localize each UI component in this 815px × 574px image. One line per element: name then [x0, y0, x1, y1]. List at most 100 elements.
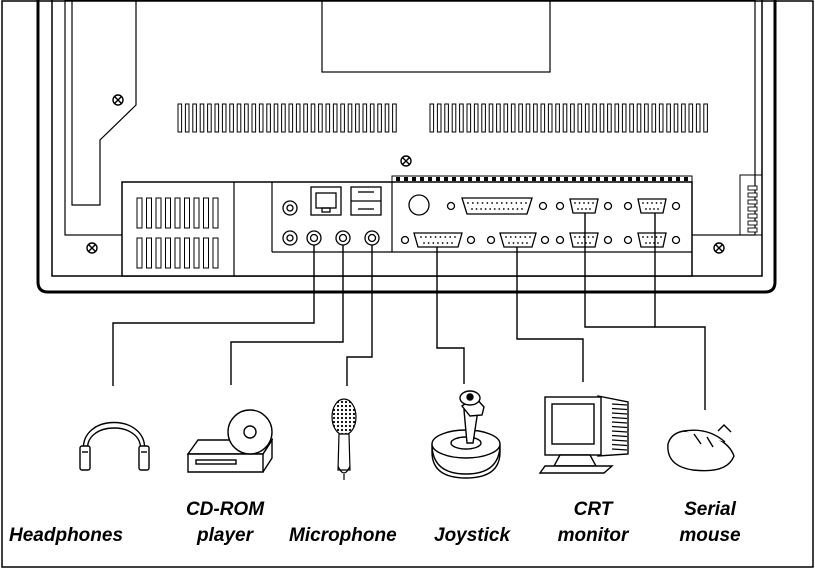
- crt-ridge: [611, 403, 628, 406]
- io-plate-tooth: [580, 177, 584, 181]
- connector-pin: [476, 202, 479, 204]
- connector-pin: [509, 236, 512, 238]
- io-vent-slot: [146, 237, 152, 269]
- io-plate-tooth: [684, 177, 688, 181]
- connector-pin: [516, 208, 519, 210]
- io-plate-tooth: [452, 177, 456, 181]
- vent-slot: [384, 103, 390, 133]
- side-vent-slot: [747, 185, 758, 191]
- connector-pin: [449, 236, 452, 238]
- serial-mouse-label: Serial mouse: [670, 500, 750, 546]
- connector-pin: [484, 208, 487, 210]
- io-plate-tooth: [500, 177, 504, 181]
- connector-pin: [508, 242, 510, 244]
- io-plate-tooth: [596, 177, 600, 181]
- io-vent-slot: [155, 197, 162, 229]
- vent-slot: [236, 103, 242, 133]
- io-plate-tooth: [436, 177, 440, 181]
- connector-pin: [439, 236, 442, 238]
- vent-slot: [614, 103, 620, 133]
- connector-pin: [491, 202, 494, 204]
- connector-pin: [471, 202, 474, 204]
- side-vent-slot: [747, 192, 758, 198]
- crt-ridge: [611, 407, 628, 411]
- vent-slot: [547, 103, 553, 133]
- connector-pin: [655, 202, 658, 204]
- connector-pin: [524, 236, 527, 238]
- connector-pin: [432, 242, 435, 244]
- vent-slot: [503, 103, 509, 133]
- connector-pin: [507, 208, 510, 210]
- vent-slot: [629, 103, 634, 133]
- io-plate-tooth: [676, 177, 680, 181]
- crt-label-line-1: CRT: [573, 499, 613, 520]
- vent-slot: [436, 103, 442, 133]
- connector-pin: [657, 242, 659, 244]
- vent-slot: [295, 103, 301, 133]
- connector-pin: [481, 202, 484, 204]
- vent-slot: [651, 103, 657, 133]
- cd-rom-label-line-1: CD-ROM: [185, 499, 265, 520]
- vent-top-left: [177, 103, 397, 133]
- vent-slot: [207, 103, 212, 133]
- vent-slot: [288, 103, 294, 133]
- io-plate-tooth: [660, 177, 664, 181]
- cable-headphones: [112, 245, 315, 386]
- vent-slot: [703, 103, 708, 133]
- connector-pin: [475, 208, 478, 210]
- connector-pin: [589, 242, 591, 244]
- serial-label-line-2: mouse: [679, 525, 741, 546]
- connector-pin: [467, 202, 469, 204]
- vent-slot: [658, 103, 664, 133]
- io-plate-teeth: [396, 177, 688, 181]
- io-vent-slot: [174, 197, 181, 229]
- connector-pin: [521, 242, 524, 244]
- vent-slot: [266, 103, 271, 133]
- io-vent-slot: [212, 237, 219, 269]
- connector-pin: [526, 242, 528, 244]
- headphones-label: Headphones: [9, 525, 124, 546]
- io-plate-tooth: [444, 177, 448, 181]
- connector-pin: [429, 236, 432, 238]
- vent-slot: [562, 103, 568, 133]
- vent-slot: [644, 103, 649, 133]
- cable-microphone: [346, 245, 373, 386]
- vent-slot: [518, 103, 523, 133]
- connector-pin: [486, 202, 489, 204]
- io-vent-slot: [203, 197, 209, 229]
- audio-network-block: [282, 186, 382, 246]
- io-vent-slot: [155, 237, 162, 269]
- vent-slot: [362, 103, 368, 133]
- crt-label-line-2: monitor: [557, 525, 629, 546]
- connector-pin: [578, 236, 581, 238]
- connector-pin: [581, 242, 583, 244]
- io-plate-tooth: [428, 177, 432, 181]
- connector-pin: [587, 236, 590, 238]
- vent-slot: [392, 103, 397, 133]
- vent-side: [747, 185, 758, 233]
- vent-slot: [355, 103, 360, 133]
- io-plate-tooth: [484, 177, 488, 181]
- vent-slot: [673, 103, 679, 133]
- io-plate-tooth: [588, 177, 592, 181]
- io-vent-slot: [212, 197, 219, 229]
- connector-pins: [420, 202, 662, 244]
- connector-pin: [444, 236, 447, 238]
- io-plate-tooth: [404, 177, 408, 181]
- vent-slot: [636, 103, 642, 133]
- panel-pc-rear: [36, 0, 777, 294]
- crt-ridge: [611, 425, 628, 429]
- vent-slot: [599, 103, 605, 133]
- io-vent-slot: [174, 237, 181, 269]
- connector-pin: [480, 208, 482, 210]
- io-plate-tooth: [516, 177, 520, 181]
- vent-slot: [214, 103, 220, 133]
- connector-pin: [583, 202, 585, 204]
- connector-pin: [642, 236, 644, 238]
- io-plate-tooth: [508, 177, 512, 181]
- vent-slot: [332, 103, 338, 133]
- vent-slot: [258, 103, 264, 133]
- cable-mouse-b: [654, 213, 706, 410]
- io-plate-tooth: [532, 177, 536, 181]
- connector-pin: [454, 236, 456, 238]
